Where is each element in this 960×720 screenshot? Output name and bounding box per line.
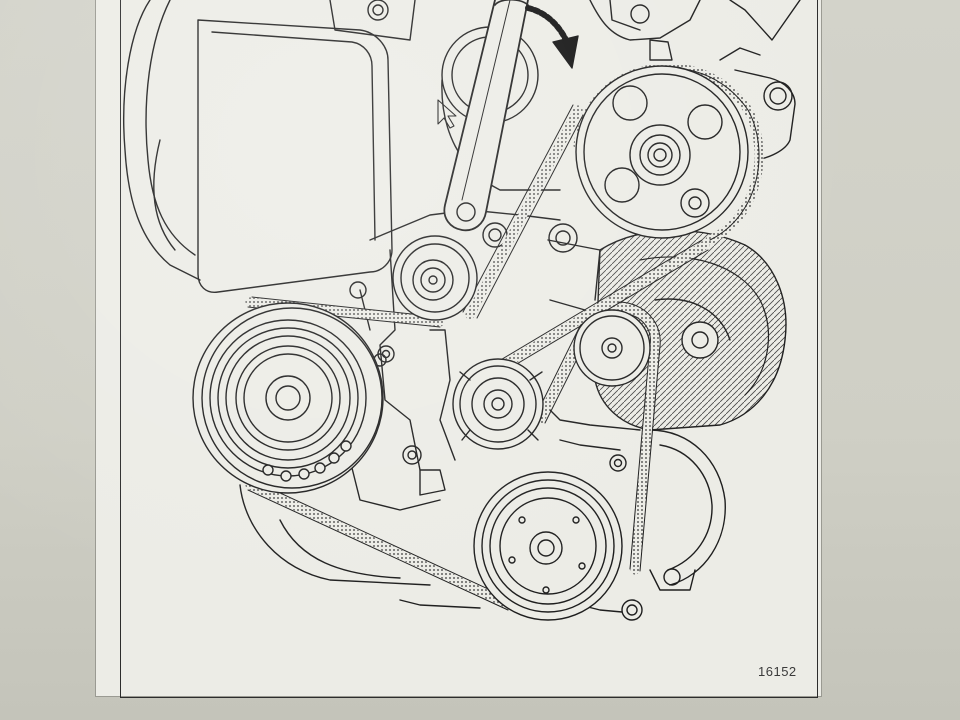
rotation-arrow — [525, 5, 579, 69]
crankshaft-pulley — [192, 302, 395, 494]
tensioner-pulley — [452, 358, 544, 450]
power-steering-pump-pulley — [575, 65, 749, 239]
tensioner-wrench — [443, 0, 529, 232]
alternator-pulley — [573, 309, 651, 387]
ac-compressor-pulley — [473, 471, 623, 621]
figure-number: 16152 — [758, 664, 797, 679]
upper-idler-pulley — [392, 235, 478, 321]
figure-frame — [120, 0, 818, 698]
